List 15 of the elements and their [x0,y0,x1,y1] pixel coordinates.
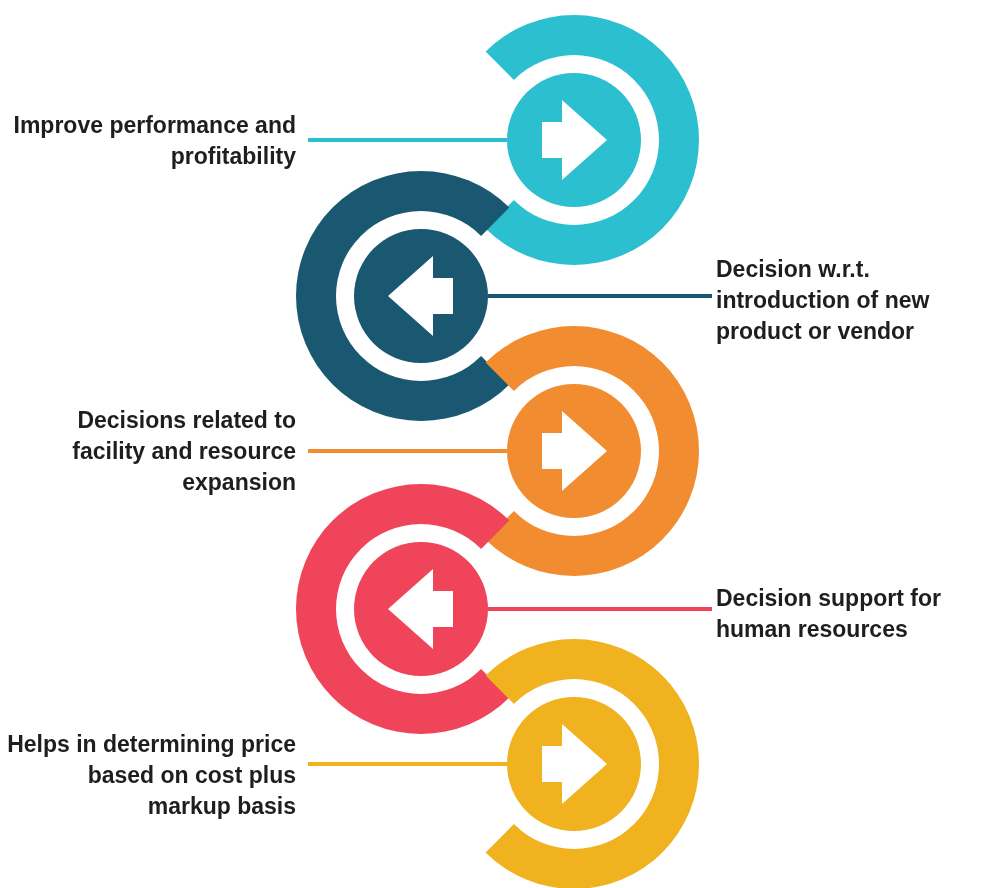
leader-line [308,449,507,453]
label-text: Decisions related to facility and resource expansion [71,405,296,497]
circle [354,229,488,363]
label-text: Decision support for human resources [716,584,942,644]
leader-line [488,607,712,611]
circle [507,73,641,207]
circle [507,697,641,831]
leader-line [308,138,507,142]
circle [507,384,641,518]
label-text: Helps in determining price based on cost plus markup basis [6,729,296,821]
circle [354,542,488,676]
label-text: Improve performance and profitability [12,111,296,171]
label-text: Decision w.r.t. introduction of new product or vendor [716,254,931,346]
leader-line [308,762,507,766]
leader-line [488,294,712,298]
